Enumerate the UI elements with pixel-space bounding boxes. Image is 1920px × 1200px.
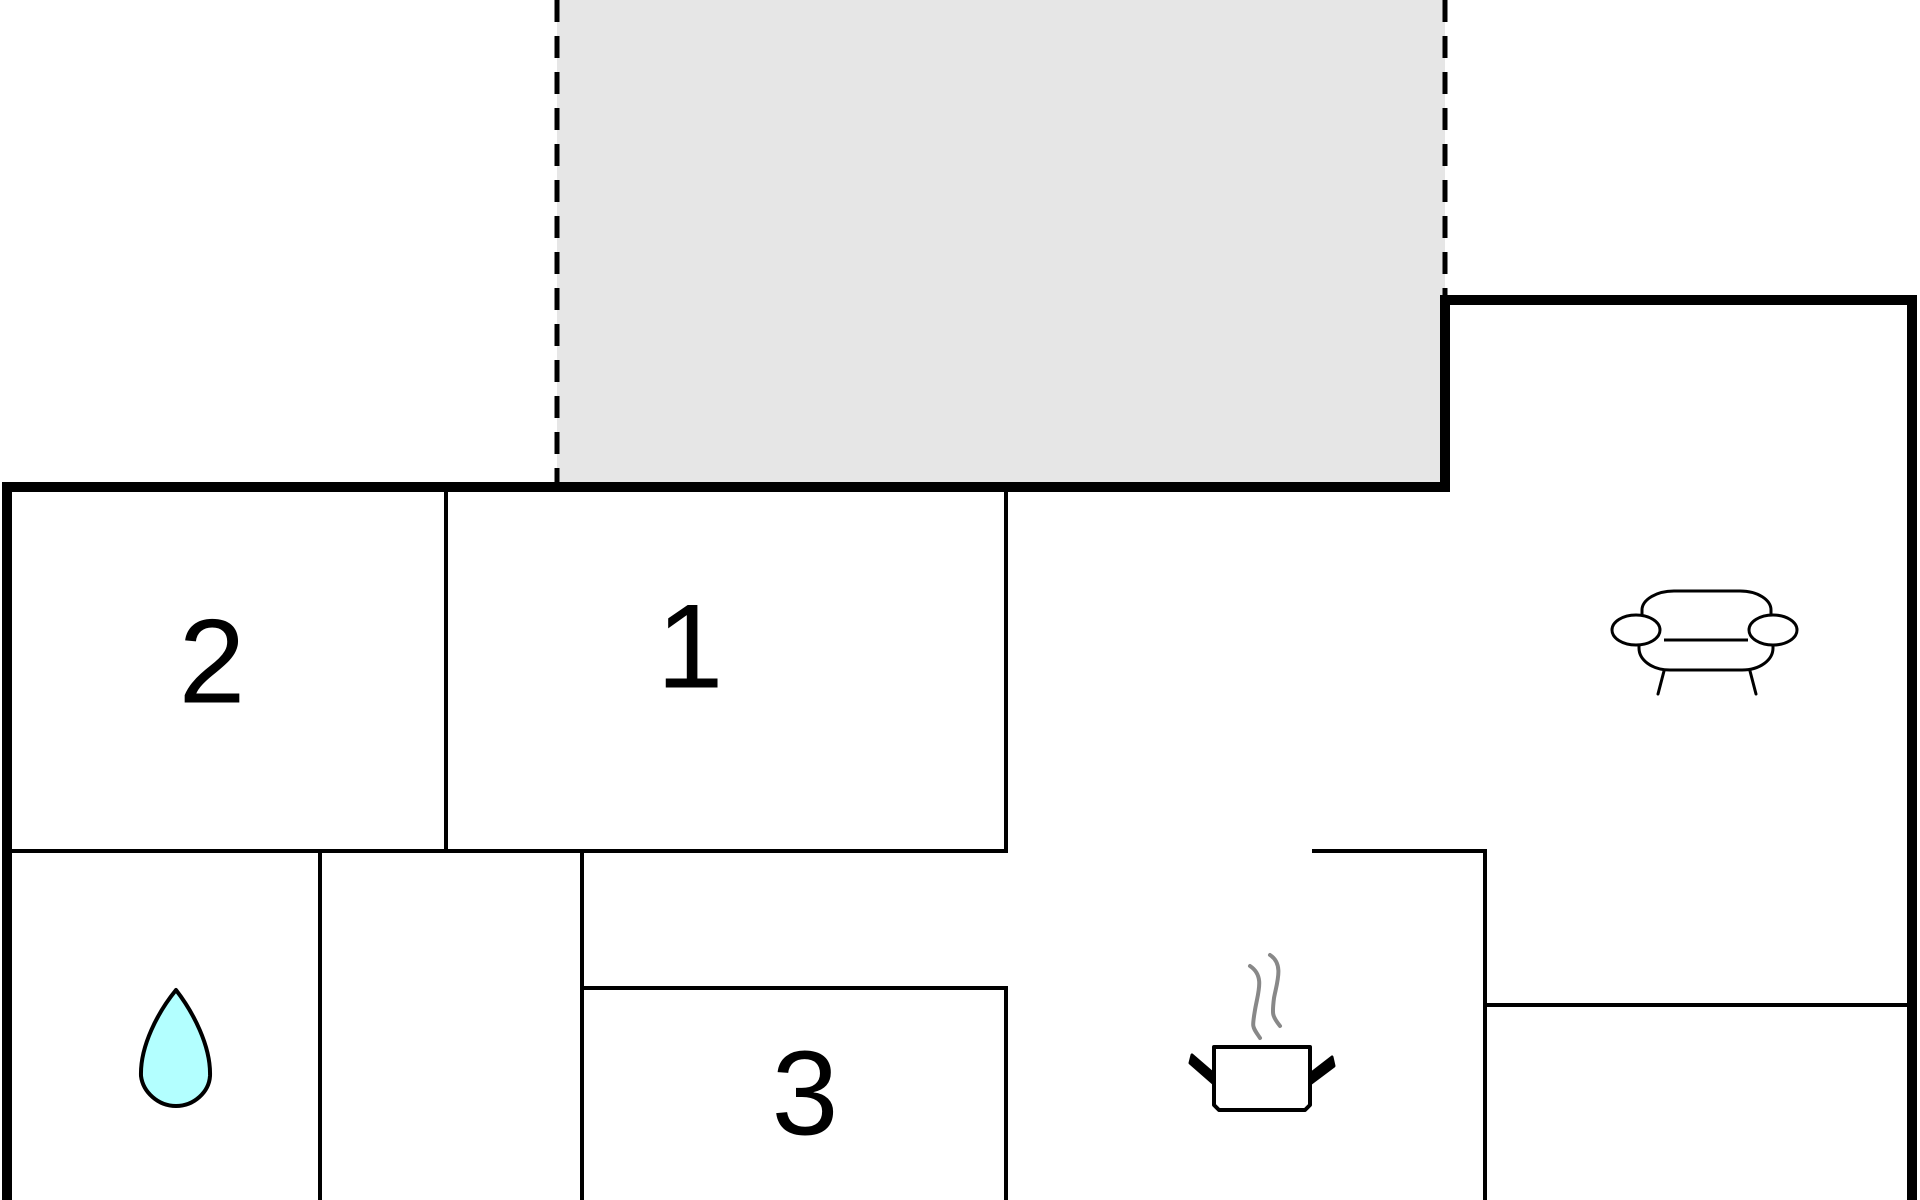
cooking-pot-icon <box>1188 953 1336 1112</box>
interior-walls <box>7 487 1912 1200</box>
terrace-area <box>557 0 1445 485</box>
pot-handle-right <box>1309 1055 1336 1086</box>
pot-body <box>1212 1045 1312 1112</box>
pot-handle-left <box>1188 1053 1215 1086</box>
sofa-icon <box>1610 589 1799 696</box>
sofa-leg-left <box>1656 669 1666 696</box>
sofa-seat <box>1637 640 1775 672</box>
room-label-3: 3 <box>772 1027 839 1161</box>
sofa-leg-right <box>1748 669 1758 696</box>
water-drop-icon <box>138 988 213 1108</box>
room-label-2: 2 <box>179 595 246 729</box>
steam-line-right <box>1268 953 1282 1028</box>
room-label-1: 1 <box>657 580 724 714</box>
sofa-armrest-right <box>1747 613 1799 647</box>
steam-line-left <box>1248 964 1262 1040</box>
sofa-backrest <box>1640 589 1773 615</box>
sofa-armrest-left <box>1610 613 1662 647</box>
outer-wall <box>2 295 1917 1200</box>
